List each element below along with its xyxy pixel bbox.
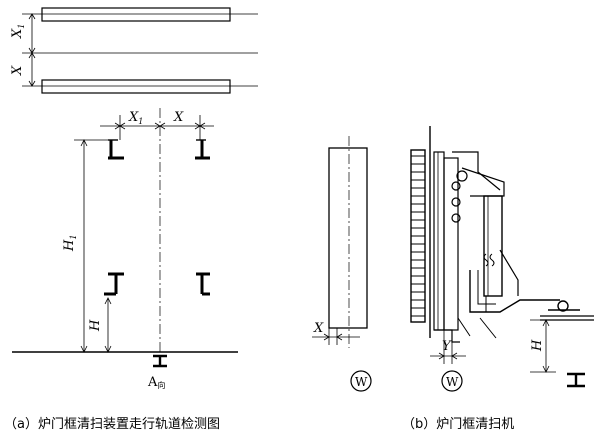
label-x-top: X [173, 110, 184, 125]
label-h: H [88, 319, 103, 332]
front-view [12, 108, 238, 368]
rail-profile-upper-left [108, 140, 124, 160]
svg-text:W: W [446, 375, 459, 389]
svg-text:W: W [355, 375, 368, 389]
caption-b: （b）炉门框清扫机 [402, 417, 514, 432]
w-symbol-2: W [441, 370, 463, 392]
lower-rail [41, 79, 231, 94]
rail-profile-lower-right [196, 272, 210, 296]
caption-a: （a）炉门框清扫装置走行轨道检测图 [4, 417, 220, 432]
i-beam-marker [153, 354, 167, 368]
label-x-b: X [313, 321, 324, 336]
track-wheel [557, 300, 569, 312]
label-h1: H1 [62, 235, 78, 252]
door-frame-view [312, 136, 368, 348]
w-symbol-1: W [350, 370, 372, 392]
door-frame-body [328, 147, 368, 329]
hydraulic-cylinder [483, 195, 503, 297]
label-h-b: H [530, 339, 545, 352]
cleaning-machine [410, 126, 594, 388]
rail-profile-lower-left [104, 272, 124, 296]
label-y-b: Y [442, 339, 452, 354]
i-beam-marker-b [567, 372, 585, 388]
label-a-direction: A向 [147, 375, 165, 390]
upper-rail [41, 7, 231, 22]
label-x1-top: X1 [128, 110, 143, 126]
top-view-rails [22, 7, 258, 94]
rail-profile-upper-right [195, 140, 210, 160]
label-x1-left: X1 [10, 24, 26, 39]
label-x-left: X [10, 65, 25, 76]
